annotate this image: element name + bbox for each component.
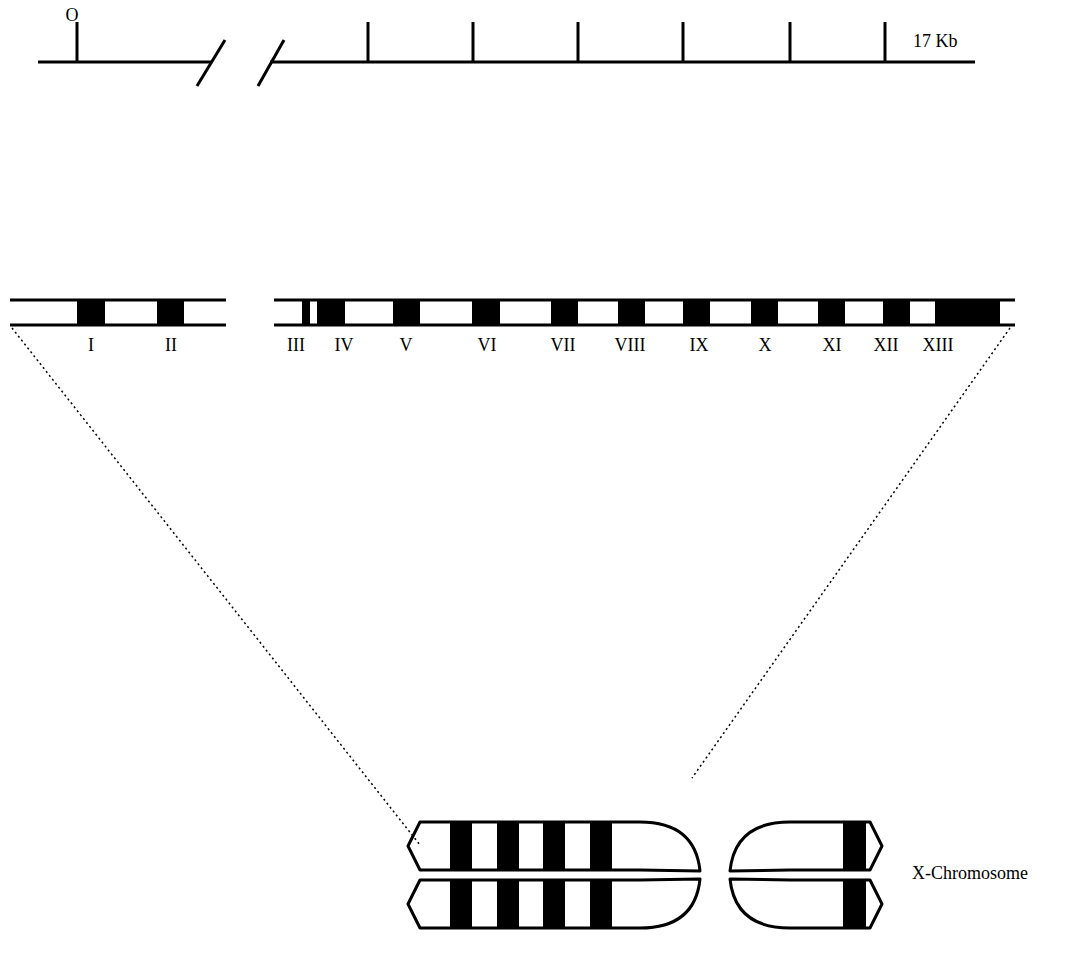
exon-number: VII xyxy=(551,336,576,356)
zoom-lines xyxy=(12,328,1010,845)
chromosome-label: X-Chromosome xyxy=(912,864,1028,884)
exon-number: III xyxy=(287,336,305,356)
scale-origin: O xyxy=(66,6,79,26)
exon-number: IV xyxy=(335,336,354,356)
scale-bar xyxy=(38,22,975,86)
exon-number: X xyxy=(759,336,772,356)
exon-map xyxy=(10,300,1015,325)
exon-number: XIII xyxy=(923,336,954,356)
exon-number: VIII xyxy=(615,336,646,356)
scale-length: 17 Kb xyxy=(913,32,958,52)
chromosome-symbol xyxy=(408,815,882,935)
exon-number: VI xyxy=(478,336,497,356)
exon-number: IX xyxy=(690,336,709,356)
exon-number: XII xyxy=(874,336,899,356)
exon-number: XI xyxy=(823,336,842,356)
exon-number: II xyxy=(165,336,177,356)
exon-number: I xyxy=(88,336,94,356)
exon-number: V xyxy=(400,336,413,356)
